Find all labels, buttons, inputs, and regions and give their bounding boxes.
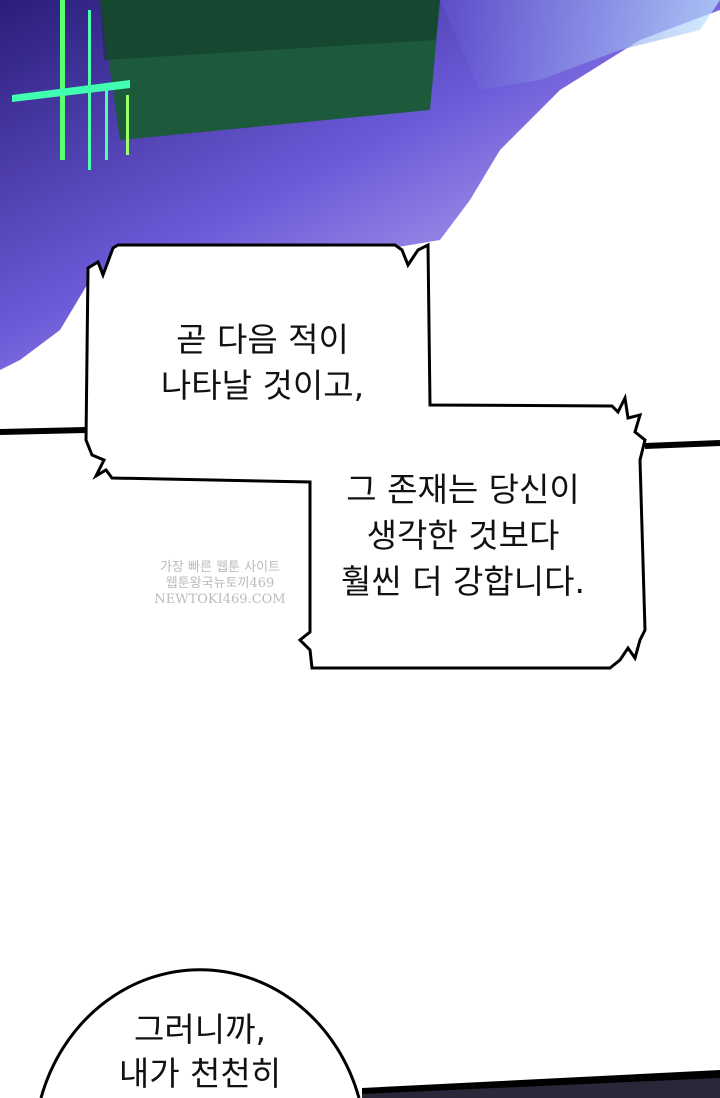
speech-bubble-oval bbox=[39, 968, 361, 1098]
watermark-line: NEWTOKI469.COM bbox=[154, 592, 286, 607]
speech-bubble-jagged bbox=[84, 242, 647, 670]
bubble3-line: 그러니까, bbox=[134, 1010, 266, 1049]
watermark-line: 가장 빠른 웹툰 사이트 bbox=[159, 560, 281, 575]
crystal-sky-right bbox=[440, 0, 720, 90]
bubble1-line: 곧 다음 적이 bbox=[176, 320, 349, 359]
bubble1-line: 나타날 것이고, bbox=[160, 366, 365, 405]
bubble3-text: 그러니까, 내가 천천히 bbox=[80, 1008, 320, 1096]
bubble3-line: 내가 천천히 bbox=[118, 1054, 282, 1093]
bubble2-text: 그 존재는 당신이 생각한 것보다 훨씬 더 강합니다. bbox=[318, 467, 608, 605]
bubble2-line: 그 존재는 당신이 bbox=[346, 470, 580, 509]
bubble2-line: 생각한 것보다 bbox=[366, 516, 560, 555]
watermark: 가장 빠른 웹툰 사이트 웹툰왕국뉴토끼469 NEWTOKI469.COM bbox=[150, 560, 290, 608]
watermark-line: 웹툰왕국뉴토끼469 bbox=[165, 576, 275, 591]
bubble1-text: 곧 다음 적이 나타날 것이고, bbox=[120, 317, 405, 409]
bubble2-line: 훨씬 더 강합니다. bbox=[341, 562, 585, 601]
